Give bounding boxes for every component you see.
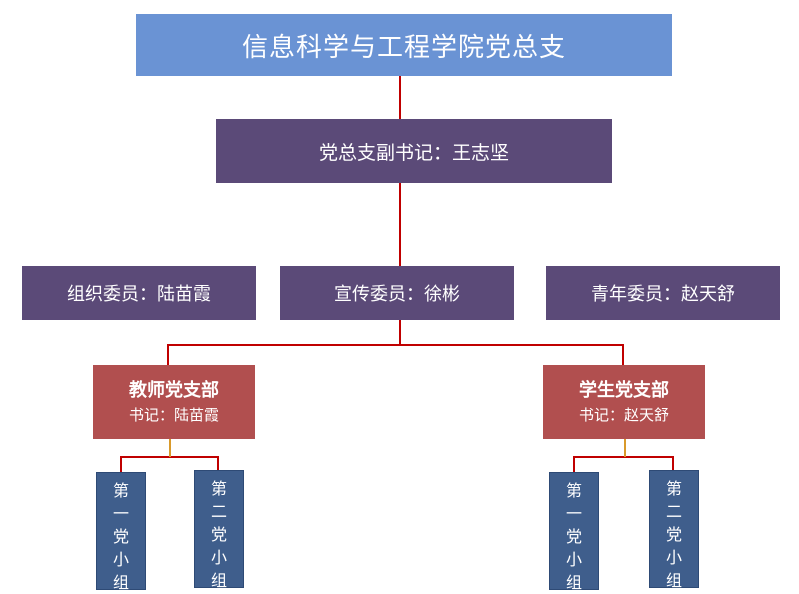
committee-member-label: 青年委员：赵天舒 — [591, 284, 735, 305]
group-label-char: 一 — [565, 504, 582, 523]
student-group-2: 第 二 党 小 组 — [649, 470, 699, 590]
group-label-char: 组 — [565, 573, 582, 592]
group-label-char: 二 — [665, 502, 682, 521]
group-label-char: 党 — [112, 527, 129, 546]
committee-member-label: 宣传委员：徐彬 — [334, 284, 460, 305]
group-label-char: 第 — [565, 481, 582, 500]
group-label-char: 组 — [665, 571, 682, 590]
branch-name: 教师党支部 — [129, 380, 219, 401]
committee-member-organization: 组织委员：陆苗霞 — [22, 266, 256, 320]
teacher-branch-box: 教师党支部 书记：陆苗霞 — [93, 365, 255, 439]
group-label-char: 小 — [665, 548, 682, 567]
org-title-box: 信息科学与工程学院党总支 — [136, 14, 672, 76]
student-group-1: 第 一 党 小 组 — [549, 472, 599, 592]
deputy-secretary-label: 党总支副书记：王志坚 — [318, 141, 509, 164]
teacher-group-1: 第 一 党 小 组 — [96, 472, 146, 592]
group-label-char: 二 — [210, 502, 227, 521]
group-label-char: 小 — [210, 548, 227, 567]
group-label-char: 小 — [565, 550, 582, 569]
deputy-secretary-box: 党总支副书记：王志坚 — [216, 119, 612, 183]
branch-name: 学生党支部 — [579, 380, 669, 401]
committee-member-youth: 青年委员：赵天舒 — [546, 266, 780, 320]
student-branch-box: 学生党支部 书记：赵天舒 — [543, 365, 705, 439]
committee-member-label: 组织委员：陆苗霞 — [67, 284, 211, 305]
group-label-char: 党 — [210, 525, 227, 544]
committee-member-publicity: 宣传委员：徐彬 — [280, 266, 514, 320]
group-label-char: 第 — [112, 481, 129, 500]
org-title: 信息科学与工程学院党总支 — [241, 32, 566, 63]
branch-secretary: 书记：陆苗霞 — [128, 406, 219, 424]
group-label-char: 党 — [565, 527, 582, 546]
group-label-char: 组 — [210, 571, 227, 590]
group-label-char: 组 — [112, 573, 129, 592]
group-label-char: 小 — [112, 550, 129, 569]
branch-secretary: 书记：赵天舒 — [578, 406, 669, 424]
group-label-char: 党 — [665, 525, 682, 544]
teacher-group-2: 第 二 党 小 组 — [194, 470, 244, 590]
group-label-char: 第 — [665, 479, 682, 498]
group-label-char: 一 — [112, 504, 129, 523]
group-label-char: 第 — [210, 479, 227, 498]
